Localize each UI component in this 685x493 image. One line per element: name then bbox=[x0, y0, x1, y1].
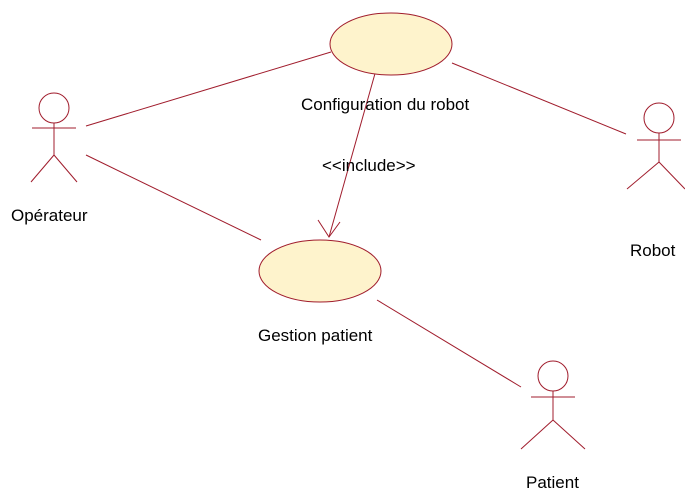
actor-operateur[interactable] bbox=[30, 92, 78, 183]
association-operateur-gestion bbox=[85, 154, 262, 241]
usecase-configuration-du-robot[interactable] bbox=[329, 12, 453, 76]
usecase-configuration-label: Configuration du robot bbox=[301, 95, 470, 114]
usecase-gestion-label: Gestion patient bbox=[258, 326, 373, 345]
actor-operateur-label: Opérateur bbox=[11, 206, 88, 225]
association-operateur-configuration bbox=[85, 51, 332, 127]
association-configuration-robot bbox=[451, 62, 627, 135]
actor-patient[interactable] bbox=[520, 360, 586, 450]
actor-robot[interactable] bbox=[626, 102, 685, 190]
include-stereotype-label: <<include>> bbox=[322, 156, 416, 175]
usecase-gestion-patient[interactable] bbox=[258, 239, 382, 303]
actor-robot-label: Robot bbox=[630, 241, 676, 260]
association-patient-gestion bbox=[376, 299, 522, 388]
include-dependency-arrow bbox=[317, 69, 377, 238]
actor-patient-label: Patient bbox=[526, 473, 579, 492]
